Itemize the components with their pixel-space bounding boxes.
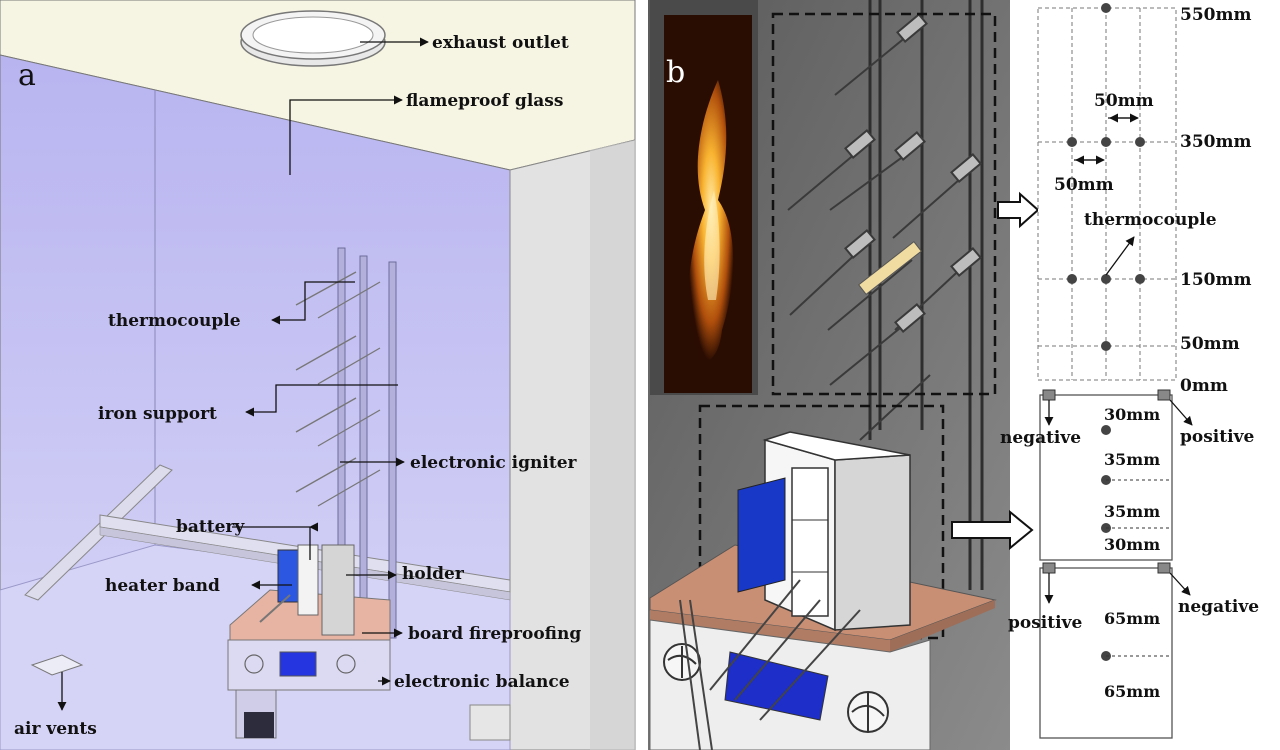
label-exhaust-outlet: exhaust outlet (432, 33, 569, 53)
panel-a-leaders (57, 37, 429, 711)
tc-point (1067, 274, 1077, 284)
electronic-igniter-b (858, 241, 922, 295)
label-heater-band: heater band (105, 576, 220, 596)
panel-b: b 550mm 350mm 150mm 50mm 0mm 50mm 50mm t… (648, 0, 1259, 750)
label-air-vents: air vents (14, 719, 97, 739)
height-50: 50mm (1180, 334, 1240, 354)
spacing-top: 50mm (1094, 91, 1154, 111)
spacing-bottom: 50mm (1054, 175, 1114, 195)
panel-a-letter: a (18, 58, 36, 93)
battery-a (297, 544, 319, 616)
upper-positive: positive (1180, 427, 1254, 447)
tc-point (1101, 341, 1111, 351)
electronic-balance-a (227, 639, 391, 739)
lower-dist-2: 65mm (1104, 682, 1160, 701)
tc-point (1067, 137, 1077, 147)
label-thermocouple-a: thermocouple (108, 311, 241, 331)
upper-dist-3: 35mm (1104, 502, 1160, 521)
height-550: 550mm (1180, 5, 1251, 25)
label-battery-a: battery (176, 517, 245, 537)
zoom-arrow-lower (951, 509, 1034, 551)
flame-photo (664, 15, 752, 393)
thermocouple-grid (1037, 3, 1177, 381)
panel-a: a exhaust outlet flameproof glass thermo… (0, 0, 636, 750)
thermocouple-probes-b (787, 12, 982, 441)
tc-point (1101, 274, 1111, 284)
upper-dist-2: 35mm (1104, 450, 1160, 469)
battery-diagram-lower (1039, 562, 1191, 739)
tc-point (1101, 137, 1111, 147)
height-0: 0mm (1180, 376, 1228, 396)
thermocouple-zone-box (771, 12, 997, 396)
label-electronic-balance: electronic balance (394, 672, 570, 692)
label-flameproof-glass: flameproof glass (406, 91, 563, 111)
heater-band-b (737, 477, 786, 593)
tc-point (1135, 137, 1145, 147)
label-iron-support: iron support (98, 404, 217, 424)
electronic-balance-b (649, 619, 931, 750)
exhaust-outlet (240, 10, 386, 67)
air-vent (30, 654, 84, 676)
holder-a (321, 544, 355, 636)
upper-dist-1: 30mm (1104, 405, 1160, 424)
upper-dist-4: 30mm (1104, 535, 1160, 554)
heater-band (277, 549, 299, 603)
zoom-arrow-upper (997, 191, 1040, 229)
tc-point (1101, 3, 1111, 13)
battery-b (791, 467, 829, 617)
tc-point (1135, 274, 1145, 284)
label-thermocouple-b: thermocouple (1084, 210, 1217, 230)
battery-diagram-upper (1039, 389, 1193, 561)
height-350: 350mm (1180, 132, 1251, 152)
label-holder: holder (402, 564, 465, 584)
label-electronic-igniter: electronic igniter (410, 453, 578, 473)
panel-b-letter: b (666, 55, 685, 90)
label-board-fireproofing: board fireproofing (408, 624, 581, 644)
thermocouple-probes (295, 271, 381, 507)
upper-negative: negative (1000, 428, 1081, 448)
lower-dist-1: 65mm (1104, 609, 1160, 628)
lower-positive: positive (1008, 613, 1082, 633)
lower-negative: negative (1178, 597, 1259, 617)
height-150: 150mm (1180, 270, 1251, 290)
